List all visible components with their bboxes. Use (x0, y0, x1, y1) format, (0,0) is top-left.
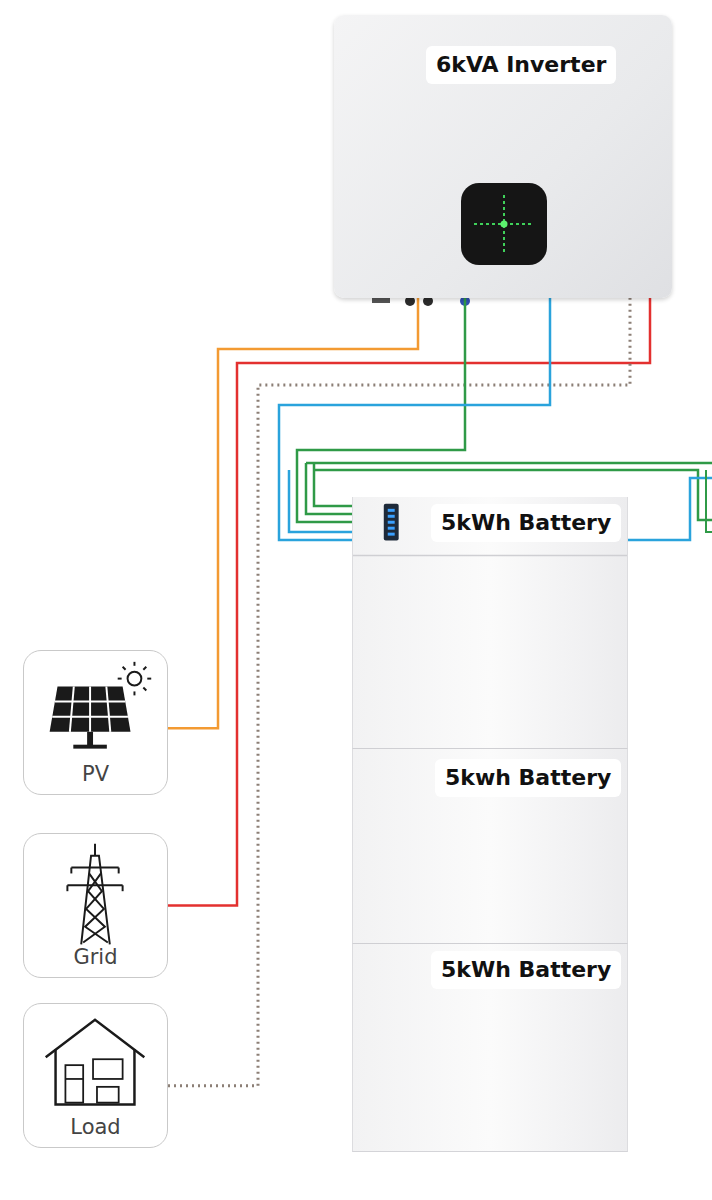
source-label: PV (24, 763, 167, 786)
display-panel (461, 183, 547, 265)
solar-panel-icon (50, 662, 152, 749)
indicator-bar (388, 509, 395, 512)
source-label: Load (24, 1116, 167, 1139)
battery-wire (628, 478, 712, 540)
source-label: Grid (24, 946, 167, 969)
battery-wire (706, 470, 712, 532)
wire-connector (297, 298, 465, 522)
indicator-bar (388, 527, 395, 530)
display-dot (501, 221, 508, 228)
pylon-icon (67, 844, 122, 945)
battery-module: 5kWh Battery (352, 497, 628, 748)
battery-indicator (384, 504, 399, 541)
indicator-bar (388, 515, 395, 518)
battery-module: 5kwh Battery (352, 748, 628, 943)
battery-module: 5kWh Battery (352, 943, 628, 1152)
inverter-box: 6kVA Inverter (334, 15, 672, 298)
inverter-label: 6kVA Inverter (426, 46, 616, 84)
load-box: Load (23, 1003, 168, 1148)
module-seam (353, 555, 627, 556)
wire-line (297, 298, 465, 522)
indicator-bar (388, 521, 395, 524)
battery-wire (306, 462, 712, 465)
battery-label: 5kWh Battery (431, 951, 621, 989)
indicator-bar (388, 533, 395, 536)
battery-label: 5kwh Battery (435, 759, 621, 797)
grid-box: Grid (23, 833, 168, 978)
battery-label: 5kWh Battery (431, 504, 621, 542)
house-icon (46, 1020, 145, 1105)
pv-box: PV (23, 650, 168, 795)
